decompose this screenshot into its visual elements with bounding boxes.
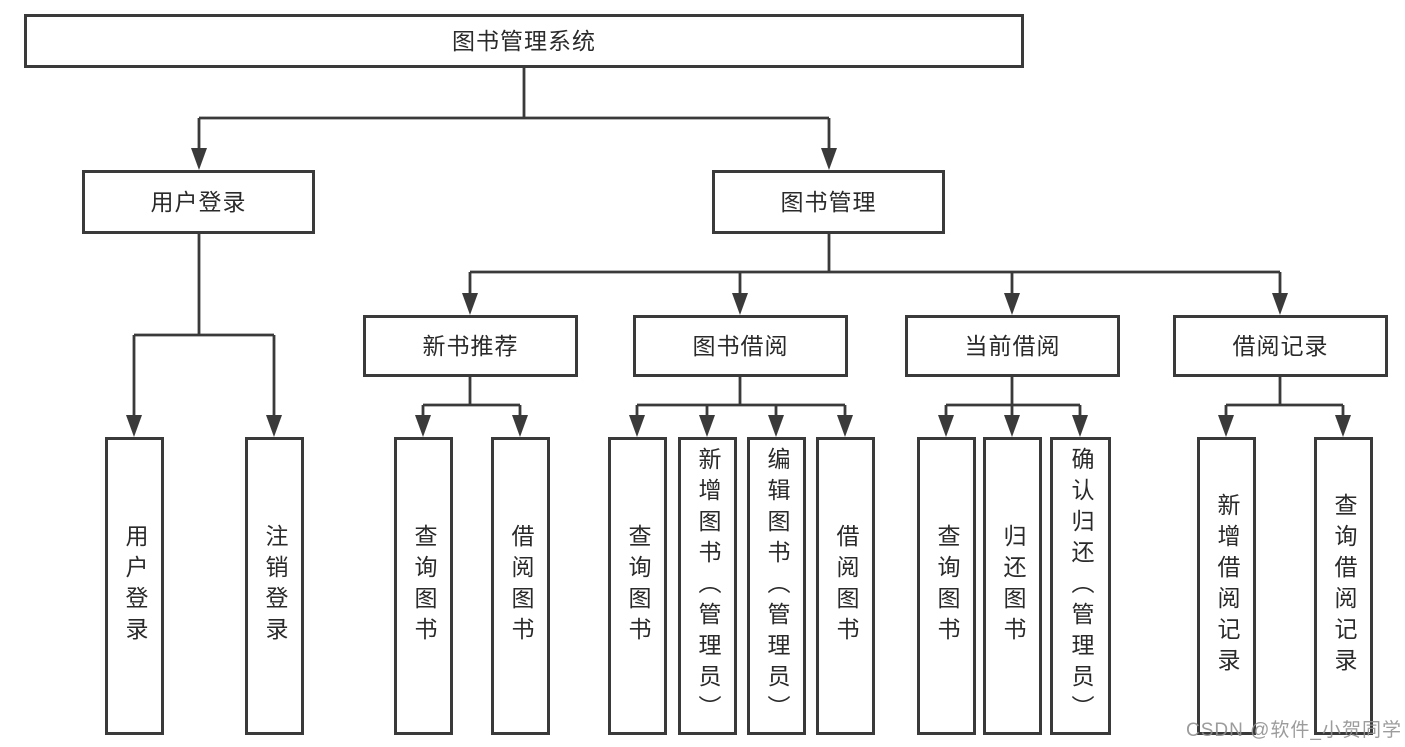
leaf-borrow-query-books: 查询图书 xyxy=(608,437,667,735)
leaf-current-confirm-return-admin: 确认归还（管理员） xyxy=(1050,437,1111,735)
node-label: 用户登录 xyxy=(122,524,148,648)
node-label: 新增图书（管理员） xyxy=(695,446,721,726)
node-book-management: 图书管理 xyxy=(712,170,945,234)
node-label: 归还图书 xyxy=(1000,524,1026,648)
node-label: 新增借阅记录 xyxy=(1214,493,1240,679)
leaf-user-login: 用户登录 xyxy=(105,437,164,735)
leaf-borrow-borrow-books: 借阅图书 xyxy=(816,437,875,735)
node-label: 图书管理 xyxy=(780,188,877,215)
node-borrowing-records: 借阅记录 xyxy=(1173,315,1388,377)
node-label: 借阅图书 xyxy=(833,524,859,648)
leaf-logout: 注销登录 xyxy=(245,437,304,735)
leaf-current-query-books: 查询图书 xyxy=(917,437,976,735)
node-label: 借阅图书 xyxy=(508,524,534,648)
leaf-borrow-edit-books-admin: 编辑图书（管理员） xyxy=(747,437,806,735)
node-label: 当前借阅 xyxy=(964,332,1061,359)
leaf-current-return-books: 归还图书 xyxy=(983,437,1042,735)
node-book-borrowing: 图书借阅 xyxy=(633,315,848,377)
leaf-borrow-add-books-admin: 新增图书（管理员） xyxy=(678,437,737,735)
node-label: 查询图书 xyxy=(625,524,651,648)
leaf-newbook-borrow-books: 借阅图书 xyxy=(491,437,550,735)
watermark: CSDN @软件_小贺同学 xyxy=(1186,720,1402,741)
node-label: 新书推荐 xyxy=(422,332,519,359)
node-user-login: 用户登录 xyxy=(82,170,315,234)
node-label: 编辑图书（管理员） xyxy=(764,446,790,726)
node-label: 图书借阅 xyxy=(692,332,789,359)
node-label: 查询图书 xyxy=(934,524,960,648)
node-label: 用户登录 xyxy=(150,188,247,215)
leaf-records-query-record: 查询借阅记录 xyxy=(1314,437,1373,735)
node-label: 借阅记录 xyxy=(1232,332,1329,359)
node-label: 图书管理系统 xyxy=(452,27,596,54)
node-label: 确认归还（管理员） xyxy=(1068,446,1094,726)
node-root-library-system: 图书管理系统 xyxy=(24,14,1024,68)
node-label: 查询图书 xyxy=(411,524,437,648)
leaf-newbook-query-books: 查询图书 xyxy=(394,437,453,735)
node-label: 查询借阅记录 xyxy=(1331,493,1357,679)
node-current-borrowing: 当前借阅 xyxy=(905,315,1120,377)
node-new-book-recommend: 新书推荐 xyxy=(363,315,578,377)
node-label: 注销登录 xyxy=(262,524,288,648)
leaf-records-add-record: 新增借阅记录 xyxy=(1197,437,1256,735)
arrowheads xyxy=(126,148,1351,437)
